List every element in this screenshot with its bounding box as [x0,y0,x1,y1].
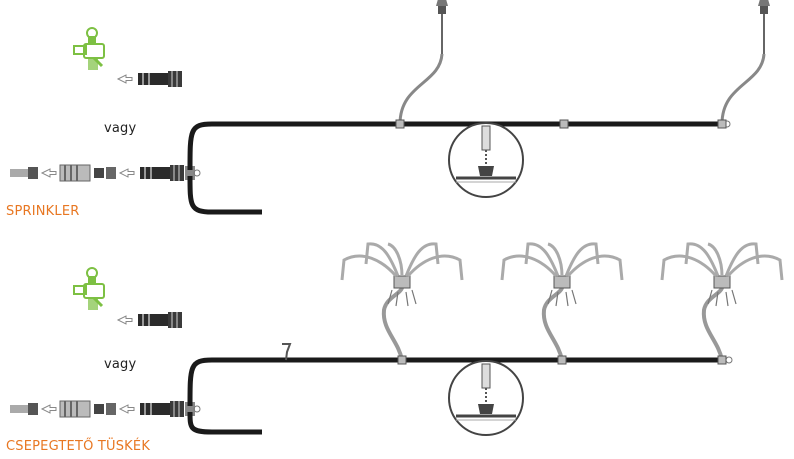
arrow-left-icon [117,74,133,84]
drip-spike-icon [340,241,464,366]
hose-connector-icon [138,71,182,87]
hose-connector-icon-2 [140,165,184,181]
or-label-2: vagy [104,357,137,372]
or-label-1: vagy [104,121,137,136]
sprinkler-icon [394,0,450,130]
magnifier-detail-icon-2 [447,359,525,437]
drip-spike-icon-3 [660,241,784,366]
sprinkler-icon-2 [716,0,772,130]
end-cap [185,166,195,180]
hose-set-icon-2 [10,401,134,417]
tap-icon-bottom [72,266,106,312]
drip-spike-icon-2 [500,241,624,366]
arrow-left-icon-2 [117,315,133,325]
section-title-sprinkler: SPRINKLER [6,204,80,219]
section-title-drip: CSEPEGTETŐ TÜSKÉK [6,439,151,454]
main-pipe-2 [187,357,722,407]
hose-set-icon [10,165,134,181]
tap-icon-top [72,26,106,72]
main-pipe [187,121,720,171]
hose-connector-icon-4 [140,401,184,417]
hose-connector-icon-3 [138,312,182,328]
magnifier-detail-icon [447,121,525,199]
